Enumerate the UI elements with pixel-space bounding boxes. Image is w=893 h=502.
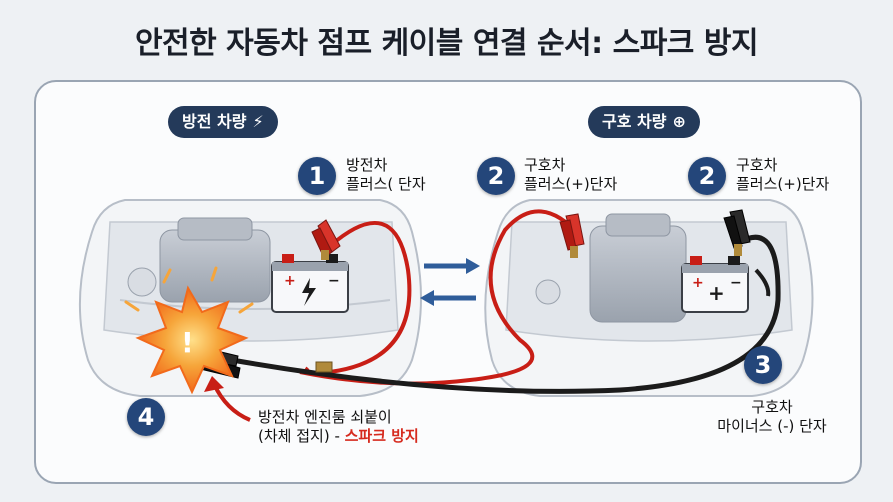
step-2a-label: 구호차 플러스(+)단자 [524,156,618,193]
step-badge-2b: 2 [688,157,726,195]
step-3-label: 구호차 마이너스 (-) 단자 [717,398,827,435]
black-cable [231,234,781,394]
donor-battery: + + − [681,256,749,313]
page-title: 안전한 자동차 점프 케이블 연결 순서: 스파크 방지 [134,26,759,61]
red-clamp-tip [315,361,333,373]
donor-vehicle-label: 구호 차량 [602,112,667,131]
plus-circle-icon: ⊕ [672,112,686,131]
clamp-red-dead [311,219,341,260]
dead-vehicle-label: 방전 차량 [182,112,247,131]
dead-battery: + − [271,254,349,313]
warning-mark: ! [181,326,194,359]
step-2b-label: 구호차 플러스(+)단자 [736,156,830,193]
lightning-icon: ⚡ [252,112,264,131]
dead-vehicle-pill: 방전 차량 ⚡ [168,106,278,138]
battery-lightning-icon [302,278,316,306]
spark-warning: ! [124,266,254,395]
step-4-label: 방전차 엔진룸 쇠붙이 (차체 접지) - 스파크 방지 [258,408,419,445]
spark-prevention-highlight: 스파크 방지 [344,427,419,445]
step-badge-2a: 2 [477,157,515,195]
donor-battery-plus-mark: + [692,275,704,291]
step-badge-4: 4 [127,398,165,436]
donor-battery-center-plus: + [708,281,725,305]
clamp-black-donor [723,209,751,256]
step-badge-3: 3 [744,346,782,384]
step-1-label: 방전차 플러스( 단자 [346,156,426,193]
battery-minus-mark: − [328,273,340,289]
donor-vehicle-pill: 구호 차량 ⊕ [588,106,700,138]
clamp-red-donor [559,213,585,258]
battery-plus-mark: + [284,273,296,289]
direction-arrows [420,258,480,306]
donor-battery-minus-mark: − [730,275,742,291]
dead-vehicle [78,199,422,397]
step-badge-1: 1 [298,157,336,195]
